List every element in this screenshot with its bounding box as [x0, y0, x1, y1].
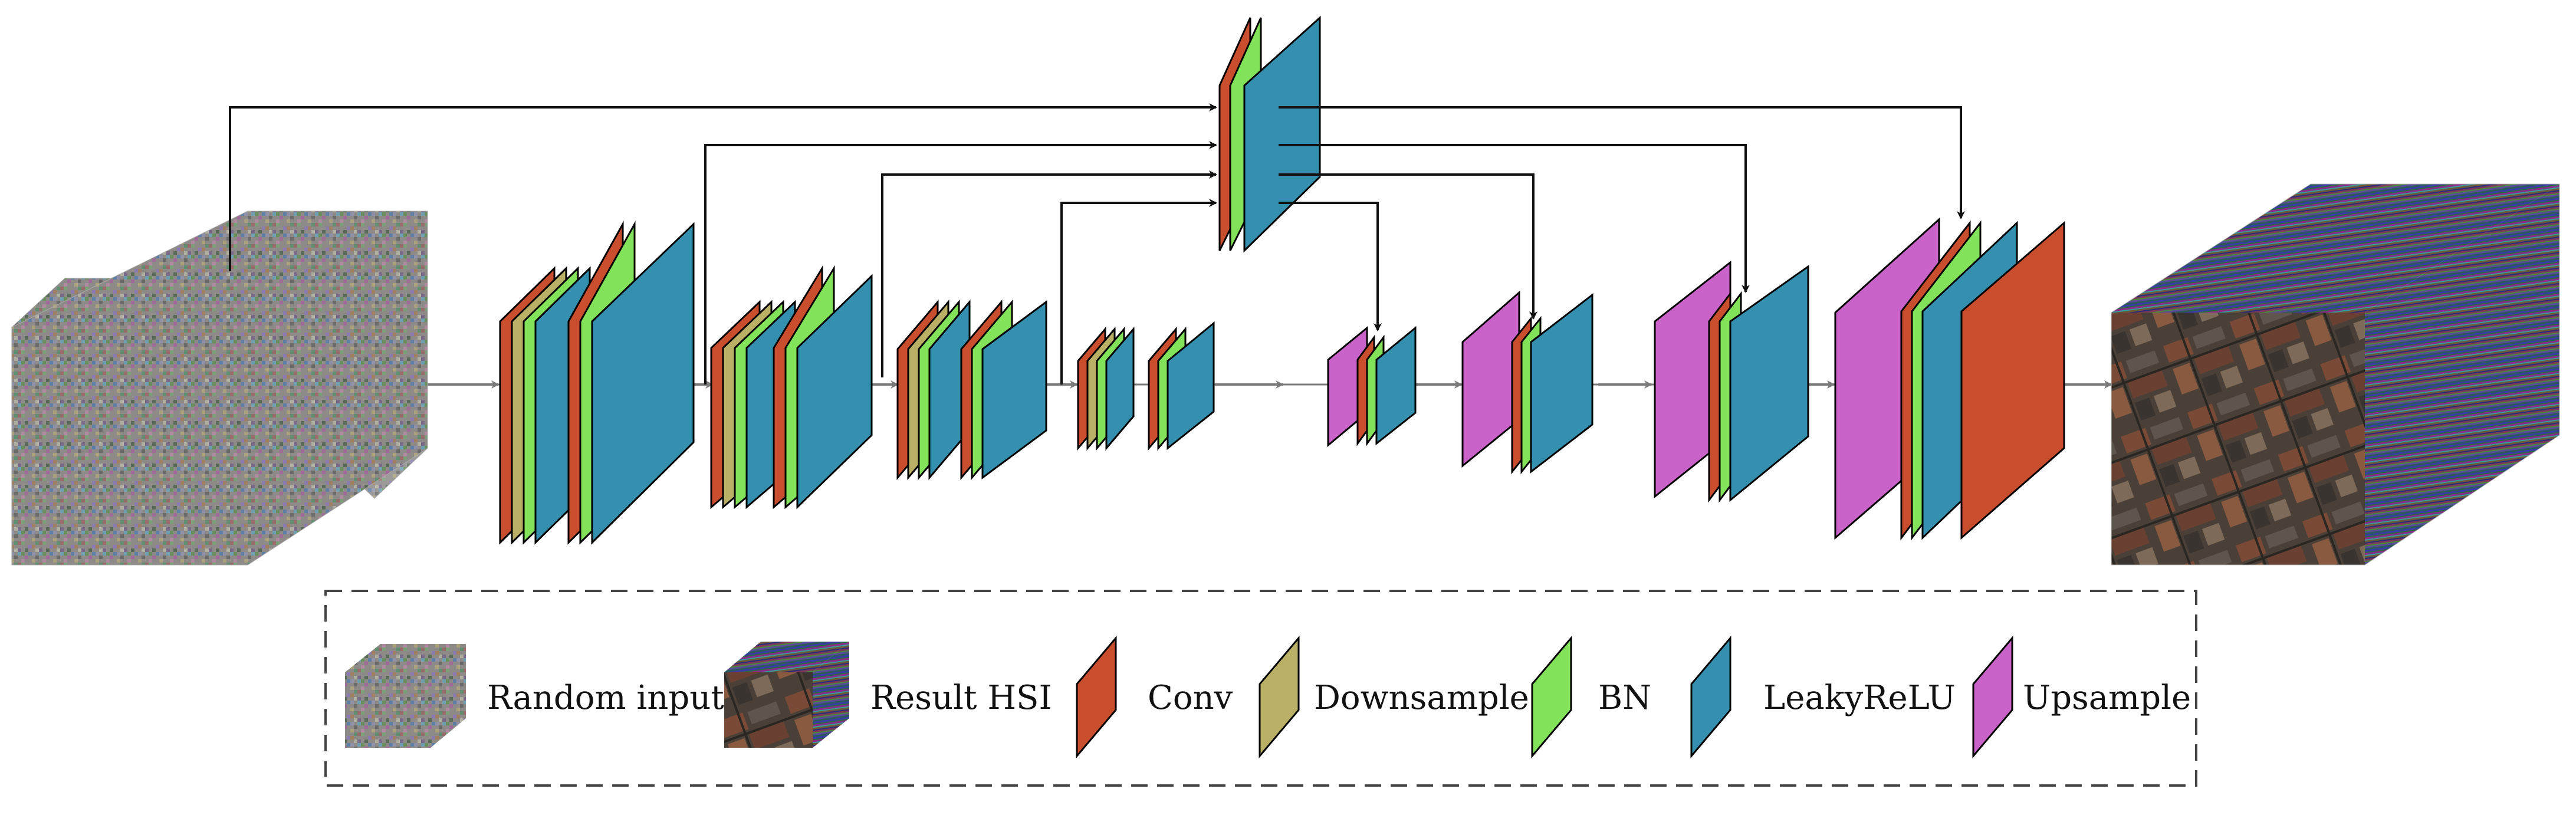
skip-line-4: [1060, 199, 1217, 385]
downsample-layer-icon: [1259, 635, 1300, 759]
skip-block: [1218, 15, 1321, 253]
hsi-cube-icon: [724, 642, 849, 748]
layer-leakyrelu: [1243, 15, 1321, 253]
skip-out-1: [1279, 106, 1965, 219]
layer-leakyrelu: [1167, 321, 1215, 451]
layer-leakyrelu: [1729, 265, 1809, 502]
noise-cube-icon: [345, 644, 466, 748]
legend-label-result-hsi: Result HSI: [870, 679, 1052, 717]
decoder-block-2: [1461, 290, 1593, 475]
decoder-block-1: [1327, 326, 1417, 448]
result-hsi-cube: [2111, 183, 2560, 566]
encoder-block-1: [499, 221, 695, 545]
layer-upsample: [1461, 290, 1520, 468]
legend-border: [324, 590, 2197, 787]
decoder-block-3: [1654, 260, 1809, 503]
layer-leakyrelu: [1530, 293, 1593, 474]
random-input-cube: [11, 211, 428, 566]
layer-leakyrelu: [1375, 326, 1417, 446]
conv-layer-icon: [1076, 635, 1117, 759]
legend-label-random-input: Random input: [487, 679, 724, 717]
skip-out-2: [1279, 144, 1750, 293]
layer-leakyrelu: [981, 300, 1047, 479]
legend-label-upsample: Upsample: [2023, 679, 2191, 717]
encoder-block-4: [1077, 321, 1215, 451]
encoder-block-2: [710, 265, 873, 510]
legend: [324, 590, 2197, 787]
layer-conv: [1960, 221, 2065, 540]
layer-leakyrelu: [1105, 326, 1135, 451]
legend-label-bn: BN: [1598, 679, 1652, 717]
skip-line-1: [229, 103, 1217, 271]
legend-label-conv: Conv: [1148, 679, 1233, 717]
upsample-layer-icon: [1972, 635, 2013, 759]
skip-line-3: [881, 170, 1217, 377]
layer-leakyrelu: [796, 274, 873, 510]
skip-line-2: [704, 141, 1217, 385]
decoder-block-4: [1834, 217, 2065, 541]
legend-label-downsample: Downsample: [1314, 679, 1529, 717]
bn-layer-icon: [1531, 635, 1572, 759]
skip-connections: [229, 103, 1965, 385]
skip-out-4: [1279, 202, 1382, 331]
layer-leakyrelu: [591, 222, 695, 545]
skip-out-3: [1279, 173, 1537, 320]
encoder-block-3: [896, 299, 1047, 481]
legend-label-leakyrelu: LeakyReLU: [1763, 679, 1956, 717]
leakyrelu-layer-icon: [1690, 635, 1731, 759]
